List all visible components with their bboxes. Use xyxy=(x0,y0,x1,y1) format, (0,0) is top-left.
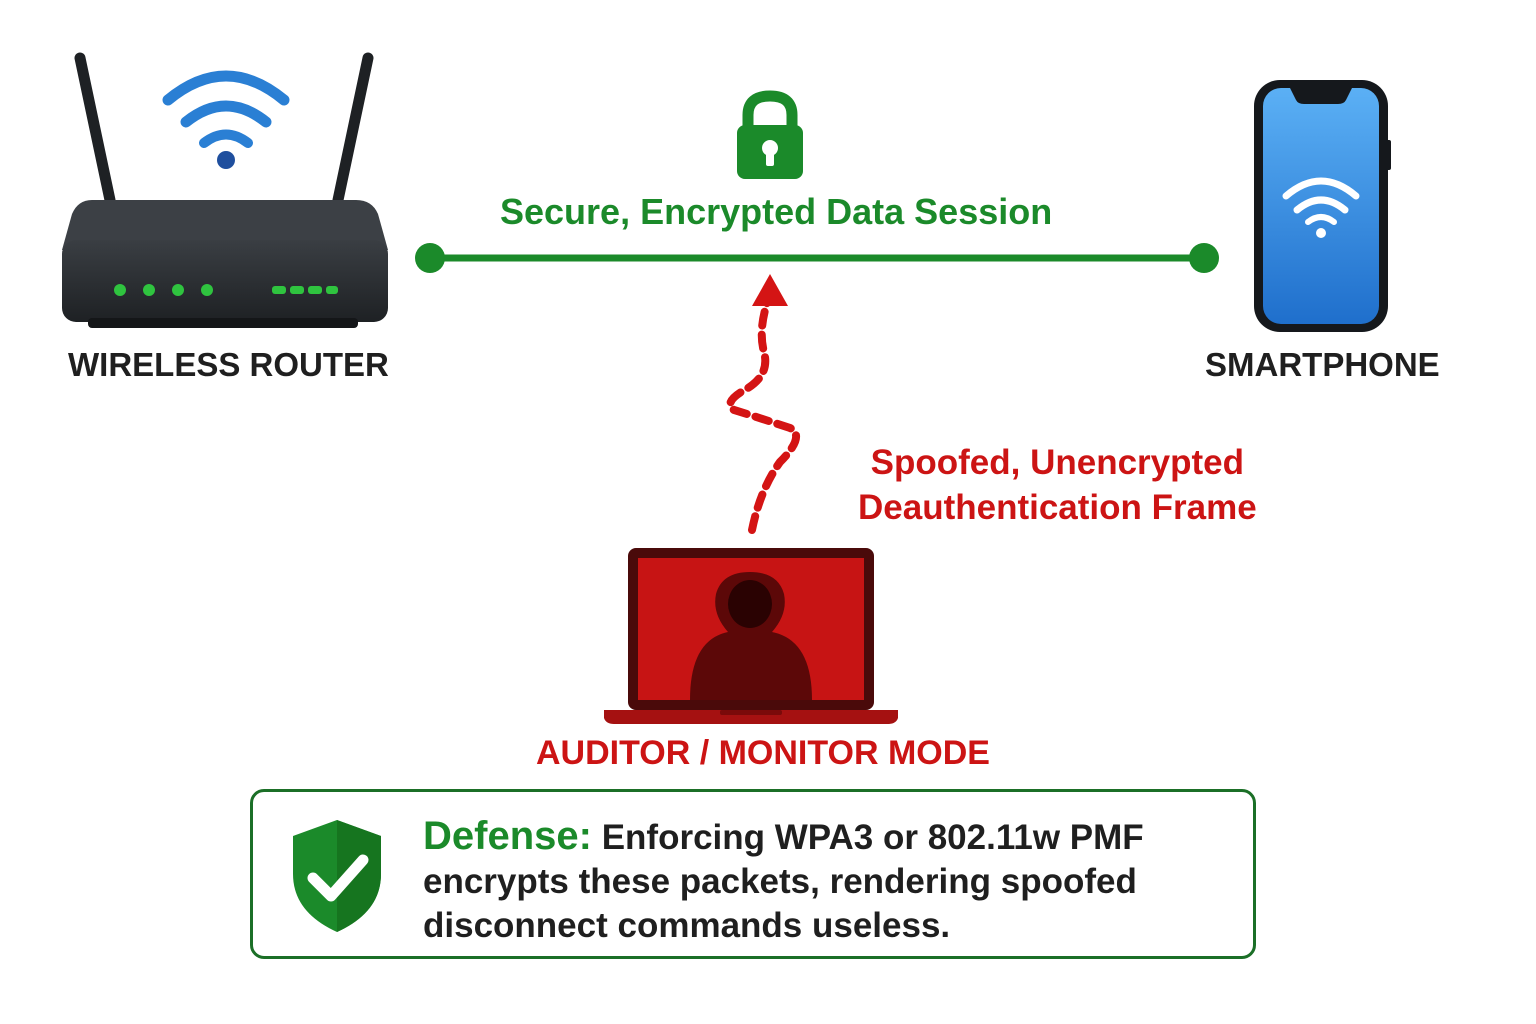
secure-session-label: Secure, Encrypted Data Session xyxy=(500,191,1053,232)
wifi-signal-icon xyxy=(162,70,290,169)
defense-body: Enforcing WPA3 or 802.11w PMF encrypts t… xyxy=(423,818,1144,945)
smartphone-label: SMARTPHONE xyxy=(1205,346,1440,383)
padlock-icon xyxy=(737,90,803,179)
router-label: WIRELESS ROUTER xyxy=(68,346,389,383)
wifi-signal-icon xyxy=(1282,177,1360,238)
defense-callout: Defense: Enforcing WPA3 or 802.11w PMF e… xyxy=(250,789,1256,959)
deauth-frame-label-line2: Deauthentication Frame xyxy=(858,488,1257,527)
defense-text: Defense: Enforcing WPA3 or 802.11w PMF e… xyxy=(423,814,1243,948)
zigzag-arrow-icon xyxy=(726,274,801,534)
deauth-frame-label: Spoofed, Unencrypted Deauthentication Fr… xyxy=(858,440,1257,530)
deauth-frame-label-line1: Spoofed, Unencrypted xyxy=(870,443,1245,482)
defense-heading: Defense: xyxy=(423,814,592,858)
hooded-hacker-laptop-icon xyxy=(604,548,898,724)
secure-session-link xyxy=(415,243,1219,273)
wireless-router-icon xyxy=(62,52,388,328)
auditor-label: AUDITOR / MONITOR MODE xyxy=(536,734,990,772)
shield-check-icon xyxy=(293,820,381,932)
smartphone-icon xyxy=(1254,80,1391,332)
